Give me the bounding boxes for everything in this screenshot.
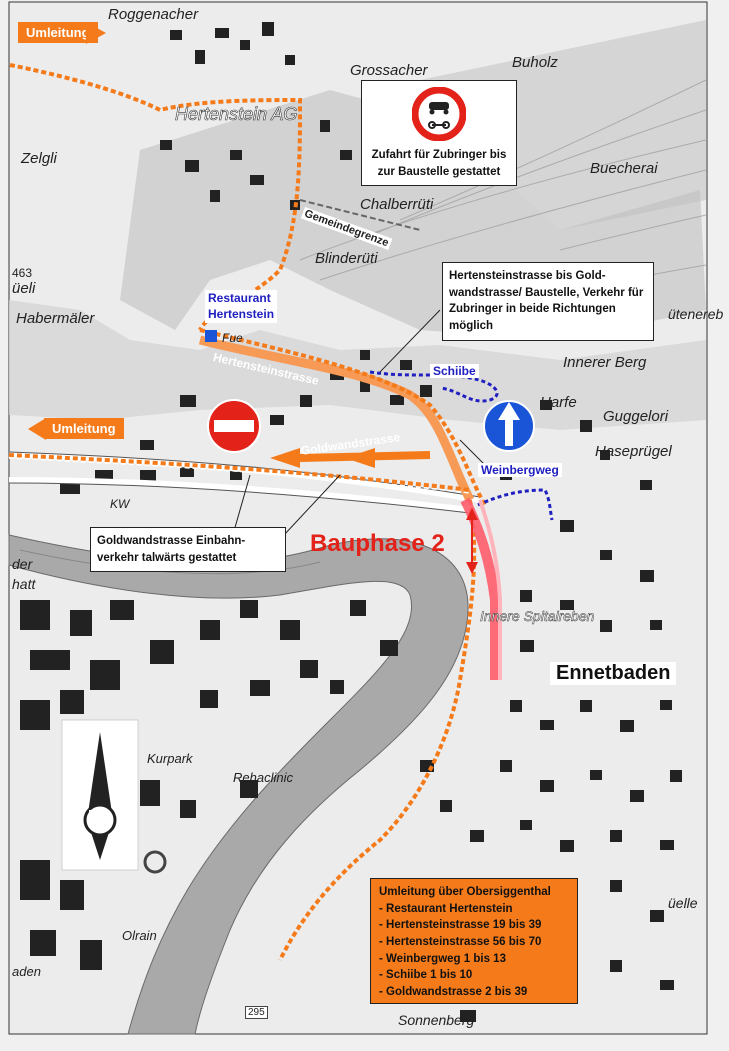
street-label-schiibe: Schiibe [430, 364, 479, 378]
detour-list-item: - Hertensteinstrasse 56 bis 70 [379, 936, 542, 949]
detour-list-item: - Schiibe 1 bis 10 [379, 969, 473, 982]
detour-tag-arrow-icon [86, 22, 106, 44]
phase-label: Bauphase 2 [310, 530, 445, 557]
place-label: Chalberrüti [360, 196, 434, 213]
place-label: Innerer Berg [563, 354, 647, 371]
place-label: Kurpark [147, 751, 193, 766]
place-label: Guggelori [603, 408, 669, 425]
street-label-weinbergweg: Weinbergweg [478, 463, 562, 477]
restaurant-marker [205, 330, 217, 342]
place-label: hatt [12, 576, 36, 592]
place-label: Olrain [122, 928, 157, 943]
place-label: Buholz [512, 54, 558, 71]
detour-list-item: - Goldwandstrasse 2 bis 39 [379, 986, 528, 999]
hertenstein-info-box: Hertensteinstrasse bis Gold-wandstrasse/… [442, 262, 654, 341]
place-label: Habermäler [16, 310, 95, 327]
north-arrow-icon [87, 732, 113, 820]
restaurant-label-line2: Hertenstein [208, 306, 275, 321]
place-label: Zelgli [21, 150, 57, 167]
goldwand-info-box: Goldwandstrasse Einbahn-verkehr talwärts… [90, 527, 286, 573]
access-info-text: Zufahrt für Zubringer bis zur Baustelle … [371, 149, 507, 178]
detour-list-item: - Restaurant Hertenstein [379, 902, 513, 915]
no-motor-vehicles-sign-icon [412, 87, 466, 141]
place-label: Blinderüti [315, 250, 378, 267]
place-label: Rehaclinic [233, 770, 293, 785]
detour-list-item: - Hertensteinstrasse 19 bis 39 [379, 919, 542, 932]
place-label: üeli [12, 280, 36, 297]
detour-list-item: - Weinbergweg 1 bis 13 [379, 952, 506, 965]
place-label: der [12, 556, 33, 572]
place-label: aden [12, 964, 41, 979]
place-label: Grossacher [350, 62, 428, 79]
place-label: 463 [12, 266, 33, 280]
restaurant-label-line1: Restaurant [208, 291, 271, 305]
detour-tag: Umleitung [44, 418, 124, 439]
detour-tag: Umleitung [18, 22, 98, 43]
road-number: 295 [245, 1006, 268, 1019]
place-label: Hertenstein AG [175, 104, 298, 125]
place-label: Sonnenberg [398, 1012, 475, 1028]
detour-list-box: Umleitung über Obersiggenthal - Restaura… [370, 878, 578, 1004]
place-label: ütenereb [668, 306, 724, 322]
north-label: N [88, 808, 100, 825]
restaurant-label: Restaurant Hertenstein [205, 290, 278, 324]
town-label: Ennetbaden [550, 662, 677, 685]
goldwand-info-text: Goldwandstrasse Einbahn-verkehr talwärts… [97, 535, 246, 564]
access-info-box: Zufahrt für Zubringer bis zur Baustelle … [361, 80, 517, 186]
place-label: Buecherai [590, 160, 658, 177]
place-label: Haseprügel [595, 443, 672, 460]
place-label: Innere Spitalreben [480, 608, 595, 625]
place-label: Fue [222, 331, 243, 345]
detour-list-title: Umleitung über Obersiggenthal [379, 886, 551, 898]
place-label: üelle [668, 895, 698, 911]
hertenstein-info-text: Hertensteinstrasse bis Gold-wandstrasse/… [449, 270, 644, 333]
place-label: Roggenacher [108, 6, 199, 23]
detour-tag-arrow-icon [28, 418, 46, 440]
place-label: Harfe [540, 394, 577, 411]
place-label: KW [110, 497, 130, 511]
